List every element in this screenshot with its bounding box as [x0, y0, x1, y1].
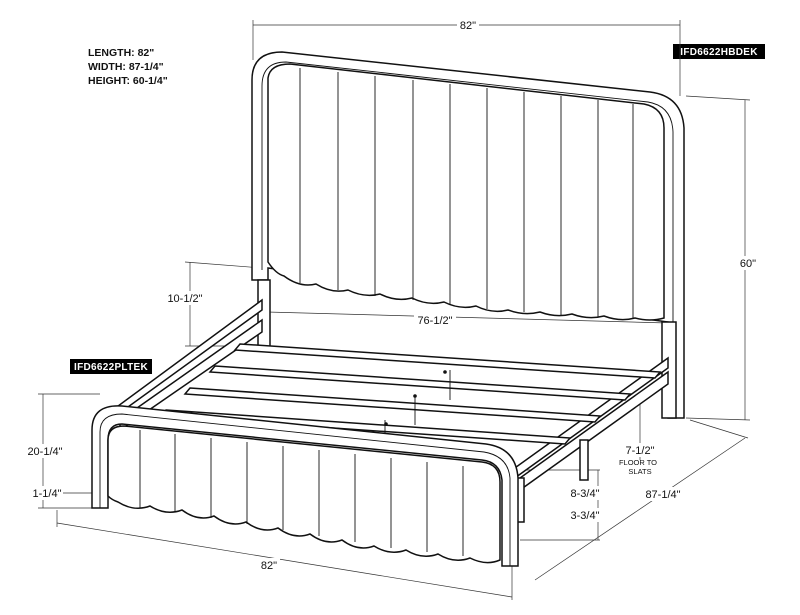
dim-depth: 87-1/4" — [645, 489, 680, 501]
dim-top-width: 82" — [460, 20, 476, 32]
spec-height: HEIGHT: 60-1/4" — [88, 75, 168, 87]
dim-bottom-width: 82" — [261, 560, 277, 572]
footboard-tag-text: IFD6622PLTEK — [74, 362, 148, 373]
dim-foot-base: 1-1/4" — [33, 488, 62, 500]
headboard-tag: IFD6622HBDEK — [673, 44, 765, 59]
dim-headboard-height: 60" — [740, 258, 756, 270]
bed-frame — [109, 298, 669, 523]
spec-list: LENGTH: 82" WIDTH: 87-1/4" HEIGHT: 60-1/… — [88, 47, 168, 87]
dim-footboard-height: 20-1/4" — [27, 446, 62, 458]
dimension-labels: 82" 60" 10-1/2" 76-1/2" 20-1/4" 1-1/4" 8… — [26, 18, 758, 572]
spec-width: WIDTH: 87-1/4" — [88, 61, 164, 73]
footboard — [91, 405, 519, 567]
footboard-tag: IFD6622PLTEK — [70, 359, 152, 374]
dim-panel-height: 10-1/2" — [167, 293, 202, 305]
dim-rail-height: 8-3/4" — [571, 488, 600, 500]
spec-length: LENGTH: 82" — [88, 47, 154, 59]
headboard-tag-text: IFD6622HBDEK — [680, 47, 758, 58]
dim-floor-to-slats: 7-1/2" — [626, 445, 655, 457]
headboard — [251, 51, 685, 419]
dim-inner-width: 76-1/2" — [417, 315, 452, 327]
dim-floor-to-slats-note-2: SLATS — [628, 467, 651, 476]
dim-floor-to-slats-note-1: FLOOR TO — [619, 458, 657, 467]
dim-leg-height: 3-3/4" — [571, 510, 600, 522]
